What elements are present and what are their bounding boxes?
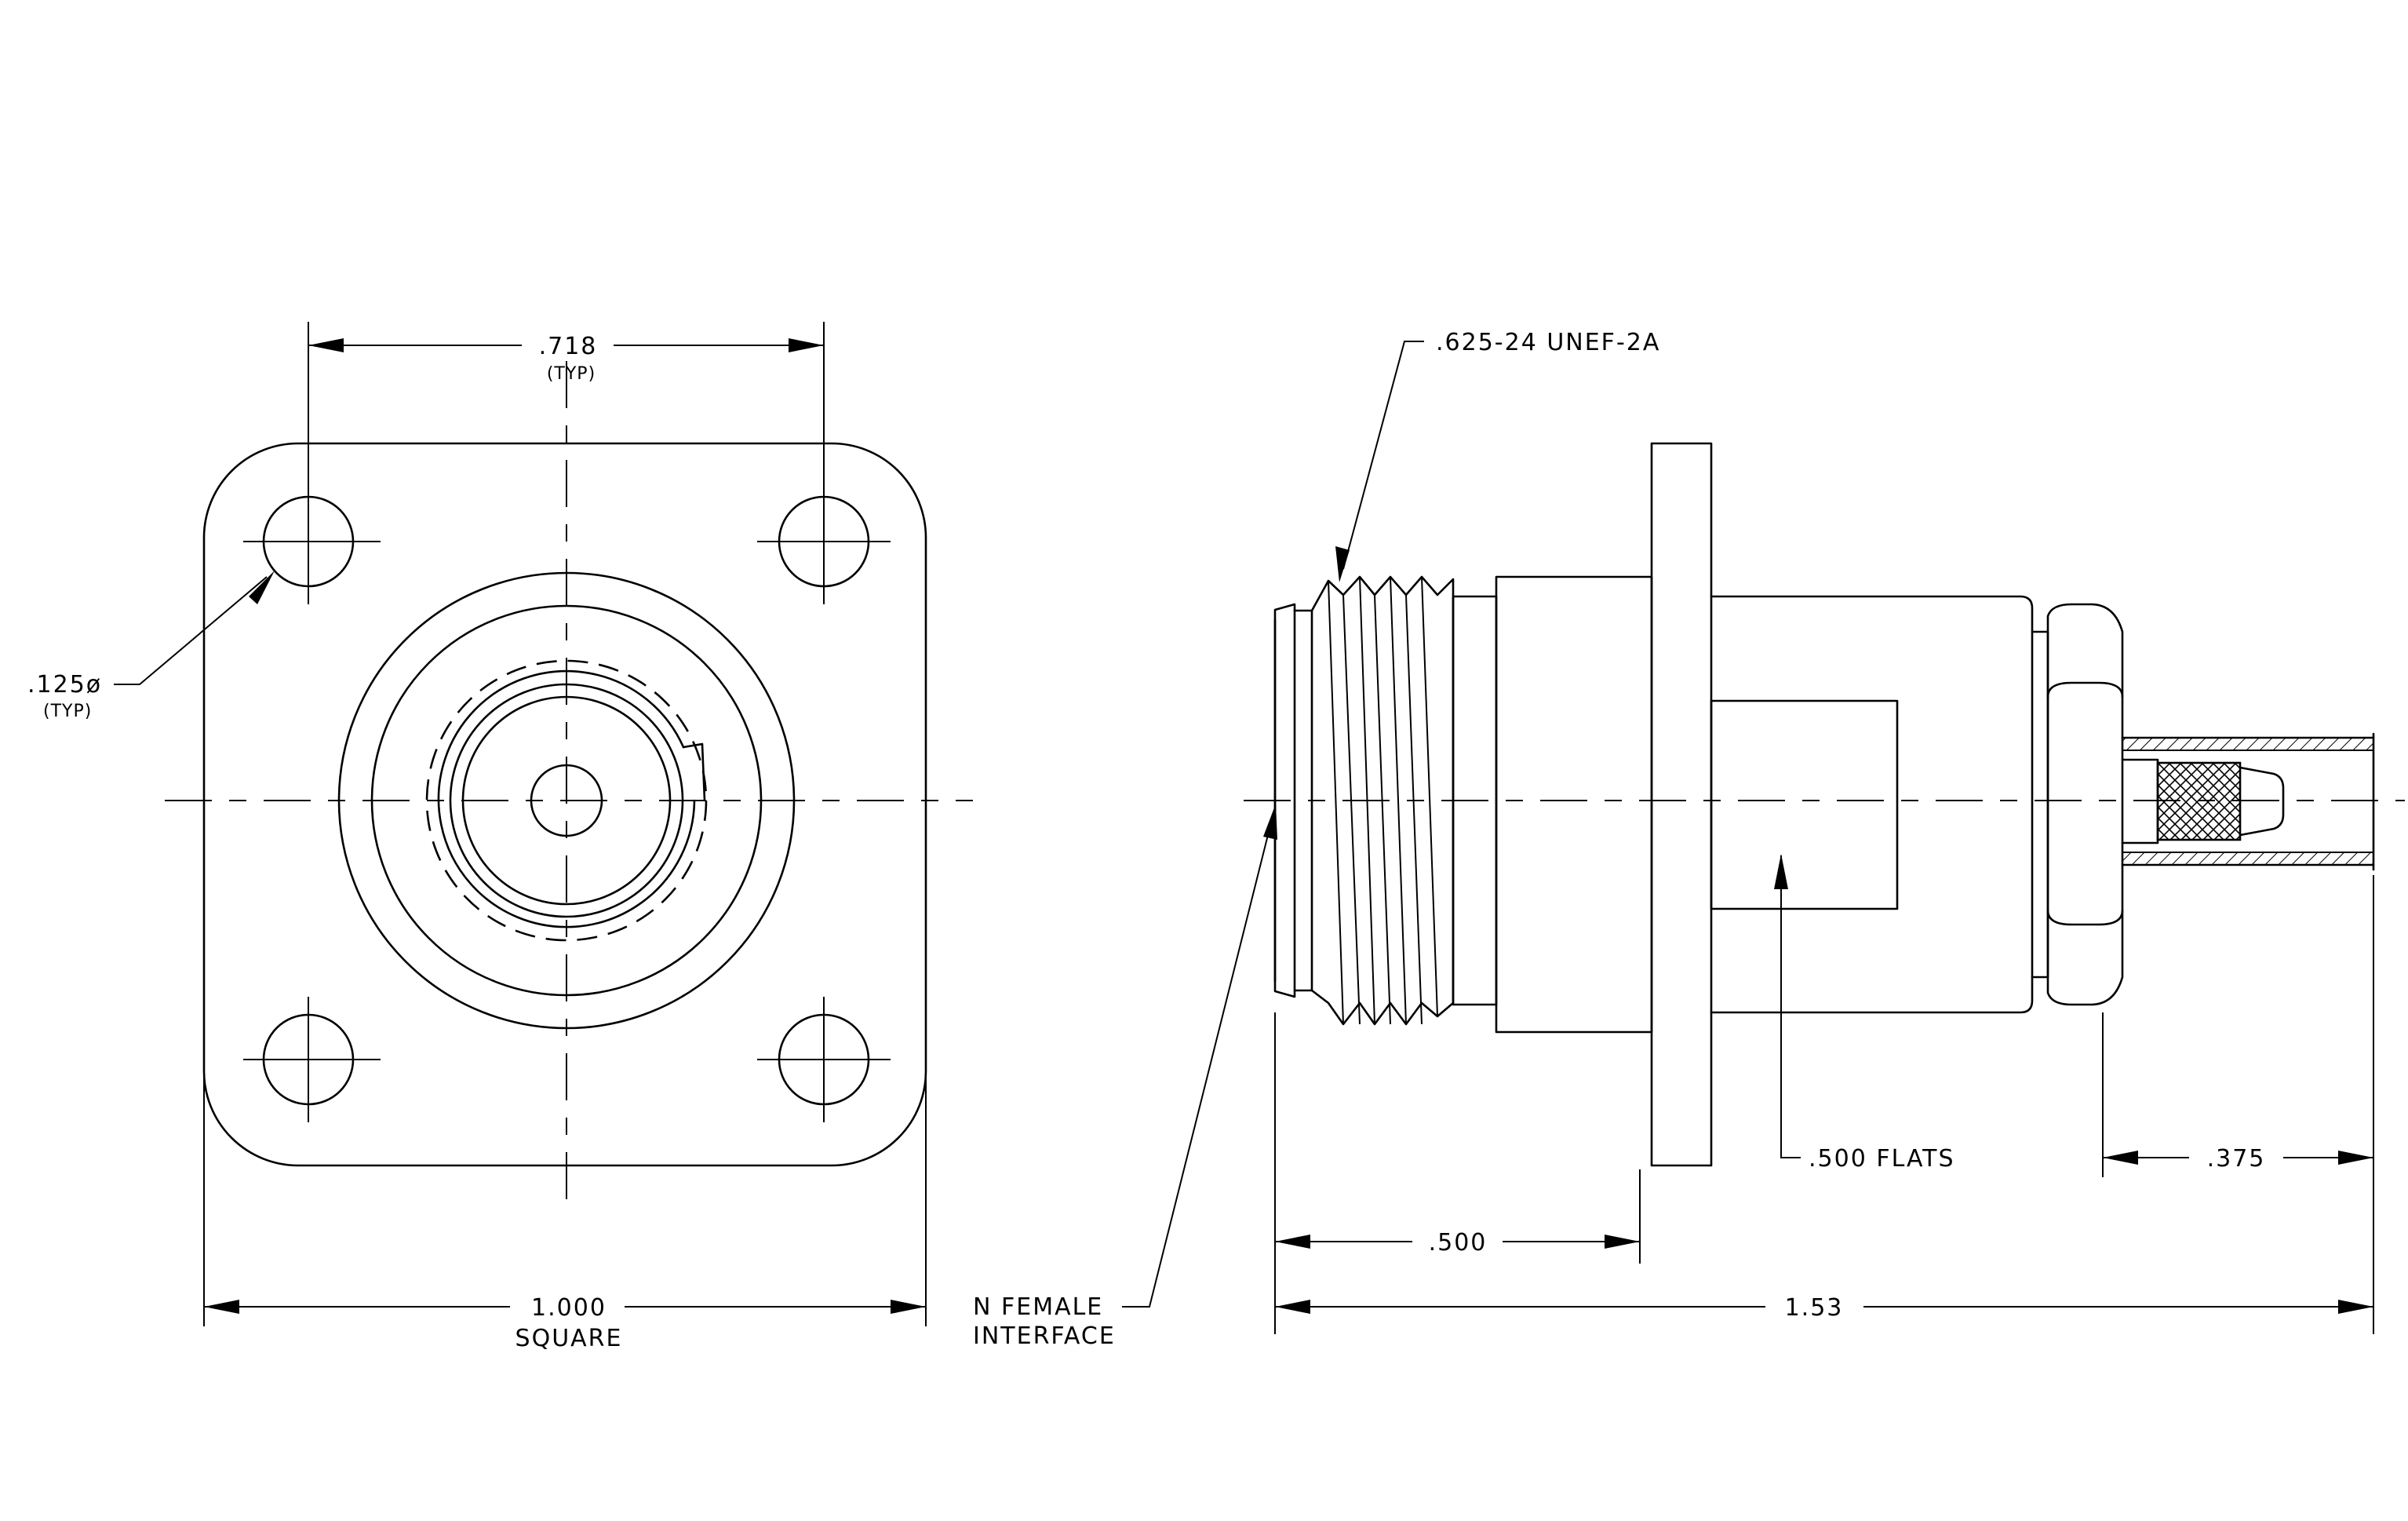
hole-diameter-value: .125ø [27, 671, 102, 698]
flats-callout-text: .500 FLATS [1809, 1145, 1955, 1173]
side-flange [1650, 442, 1713, 1167]
side-view: .625-24 UNEF-2A N FEMALE INTERFACE .500 … [973, 329, 2405, 1350]
cable-ferrule [2121, 732, 2375, 871]
socket-outline [437, 669, 696, 928]
interface-callout-line1: N FEMALE [973, 1293, 1103, 1321]
flange-size-note: SQUARE [515, 1325, 623, 1352]
thread-callout-text: .625-24 UNEF-2A [1436, 329, 1660, 356]
front-view: .718 (TYP) .125ø (TYP) 1.000 SQUARE [27, 322, 973, 1352]
front-length-dimension: .500 [1274, 1012, 1641, 1334]
socket-key [682, 742, 706, 802]
square-flange-outline [202, 442, 927, 1167]
thread-callout: .625-24 UNEF-2A [1335, 329, 1660, 582]
front-length-value: .500 [1429, 1229, 1488, 1257]
flange-size-dimension: 1.000 SQUARE [203, 1079, 927, 1352]
rear-length-value: .375 [2207, 1145, 2266, 1173]
flange-size-value: 1.000 [531, 1294, 607, 1322]
bolt-spacing-dimension: .718 (TYP) [308, 322, 825, 487]
bolt-spacing-note: (TYP) [547, 364, 596, 384]
hole-diameter-callout: .125ø (TYP) [27, 571, 275, 721]
interface-callout-line2: INTERFACE [973, 1322, 1116, 1350]
overall-length-value: 1.53 [1785, 1294, 1844, 1322]
body-front-section [1495, 575, 1653, 1034]
rear-length-dimension: .375 [2102, 875, 2374, 1334]
wrench-flat [1710, 699, 1899, 910]
hex-nut [2031, 603, 2124, 1006]
ferrule-wall-top [2122, 737, 2374, 751]
mounting-holes [243, 479, 891, 1122]
ferrule-wall-bottom [2122, 852, 2374, 866]
bolt-spacing-value: .718 [539, 333, 598, 360]
rear-body [1710, 595, 2034, 1014]
hole-diameter-note: (TYP) [43, 702, 92, 721]
interface-callout: N FEMALE INTERFACE [973, 804, 1277, 1350]
overall-length-dimension: 1.53 [1275, 1294, 2373, 1322]
flats-callout: .500 FLATS [1774, 854, 1955, 1173]
